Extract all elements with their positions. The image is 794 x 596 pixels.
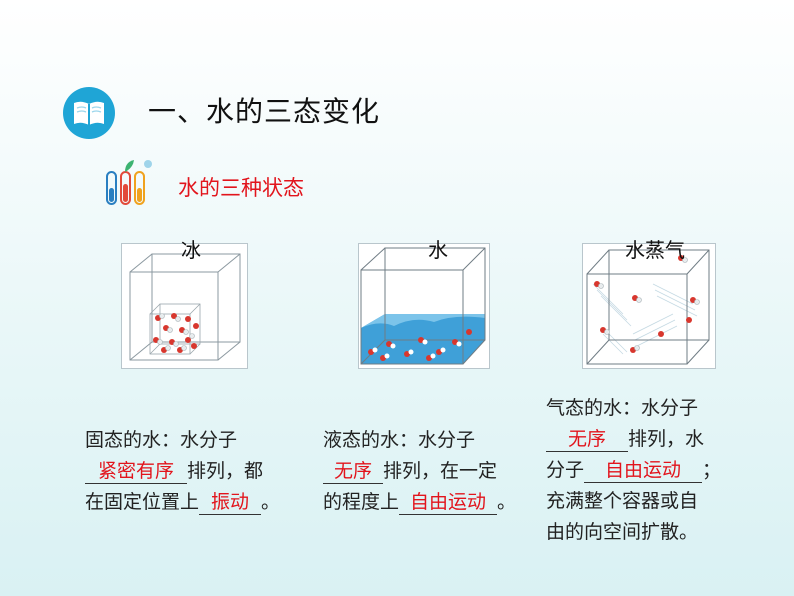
ice-line-3-text: 在固定位置上 xyxy=(85,491,200,513)
water-line-3-text: 的程度上 xyxy=(323,491,400,513)
steam-line-4: 充满整个容器或自 xyxy=(546,486,721,517)
ice-line-3: 在固定位置上振动。 xyxy=(85,487,280,518)
ice-answer-arrangement: 紧密有序 xyxy=(85,459,187,484)
book-icon xyxy=(63,87,115,139)
ice-answer-motion: 振动 xyxy=(199,490,262,515)
ice-line-2-text: 排列，都 xyxy=(187,460,264,482)
water-diagram xyxy=(358,243,490,369)
water-line-2: 无序排列，在一定 xyxy=(323,456,516,487)
steam-line-5-text: 由的向空间扩散。 xyxy=(546,521,699,543)
steam-diagram xyxy=(582,243,716,369)
water-description: 液态的水：水分子 无序排列，在一定 的程度上自由运动。 xyxy=(323,425,516,518)
steam-line-3: 分子自由运动； xyxy=(546,455,721,486)
test-tubes-icon xyxy=(104,158,156,208)
steam-line-5: 由的向空间扩散。 xyxy=(546,517,721,548)
steam-line-4-text: 充满整个容器或自 xyxy=(546,490,699,512)
steam-answer-motion: 自由运动 xyxy=(584,458,703,483)
steam-answer-arrangement: 无序 xyxy=(546,427,628,452)
section-title: 一、水的三态变化 xyxy=(148,95,381,128)
water-line-3-end: 。 xyxy=(497,491,517,513)
water-answer-motion: 自由运动 xyxy=(399,490,498,515)
steam-line-1: 气态的水：水分子 xyxy=(546,393,721,424)
ice-line-1: 固态的水：水分子 xyxy=(85,425,280,456)
steam-line-2-text: 排列，水 xyxy=(628,428,705,450)
ice-line-1-text: 固态的水：水分子 xyxy=(85,429,238,451)
state-label-steam: 水蒸气 xyxy=(625,238,685,262)
water-line-3: 的程度上自由运动。 xyxy=(323,487,516,518)
water-answer-arrangement: 无序 xyxy=(323,459,383,484)
ice-line-3-end: 。 xyxy=(261,491,281,513)
ice-diagram xyxy=(121,243,248,369)
ice-line-2: 紧密有序排列，都 xyxy=(85,456,280,487)
subsection-title: 水的三种状态 xyxy=(178,176,304,200)
water-line-1: 液态的水：水分子 xyxy=(323,425,516,456)
steam-description: 气态的水：水分子 无序排列，水 分子自由运动； 充满整个容器或自 由的向空间扩散… xyxy=(546,393,721,548)
steam-line-3-text: 分子 xyxy=(546,459,585,481)
steam-line-2: 无序排列，水 xyxy=(546,424,721,455)
steam-line-3-end: ； xyxy=(702,459,722,481)
state-label-water: 水 xyxy=(428,238,448,262)
steam-line-1-text: 气态的水：水分子 xyxy=(546,397,699,419)
ice-description: 固态的水：水分子 紧密有序排列，都 在固定位置上振动。 xyxy=(85,425,280,518)
state-label-ice: 冰 xyxy=(181,238,201,262)
water-line-1-text: 液态的水：水分子 xyxy=(323,429,476,451)
water-line-2-text: 排列，在一定 xyxy=(383,460,498,482)
